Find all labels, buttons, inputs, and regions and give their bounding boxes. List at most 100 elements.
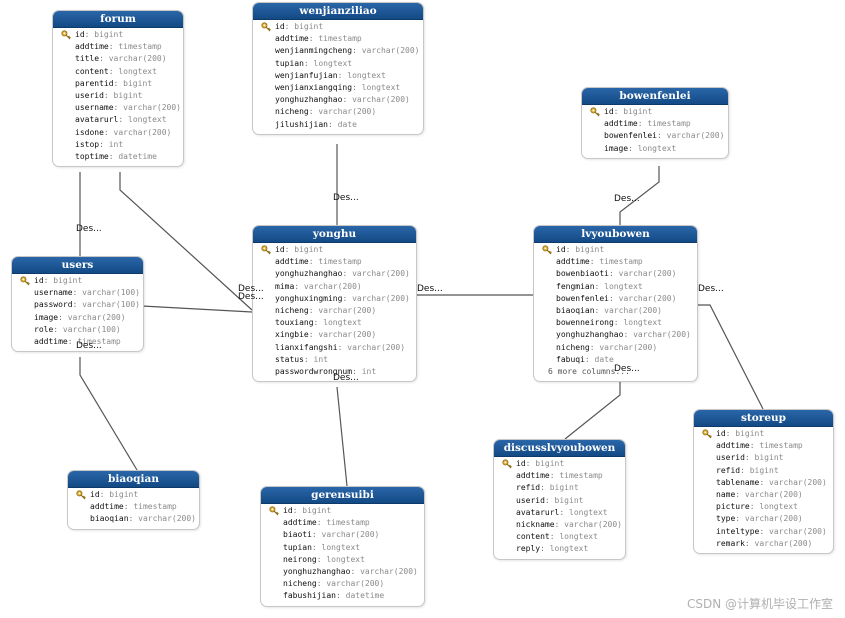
field-name: addtime	[716, 441, 750, 451]
field-separator: :	[342, 95, 353, 105]
field-type: varchar(200)	[318, 107, 377, 117]
field-separator: :	[350, 566, 361, 576]
field-type: longtext	[347, 70, 386, 80]
relationship-bowenfenlei-lvyoubowen[interactable]	[619, 166, 660, 225]
field-type: varchar(200)	[618, 269, 677, 279]
field-row: addtime: timestamp	[68, 501, 199, 513]
field-separator: :	[123, 502, 134, 512]
field-row: image: longtext	[582, 143, 728, 155]
field-row: yonghuzhanghao: varchar(200)	[253, 94, 423, 106]
field-type: varchar(200)	[360, 566, 418, 576]
field-name: isdone	[75, 127, 104, 137]
field-row: biaoqian: varchar(200)	[534, 305, 697, 317]
field-type: bigint	[575, 245, 605, 254]
more-columns-indicator[interactable]: 6 more columns...	[534, 366, 697, 378]
field-row: inteltype: varchar(200)	[694, 526, 833, 538]
field-row: userid: bigint	[494, 495, 625, 507]
relationship-lvyoubowen-discusslvyoubowen[interactable]	[564, 380, 621, 440]
field-row: username: varchar(200)	[53, 102, 183, 114]
field-separator: :	[725, 429, 736, 438]
field-name: type	[716, 514, 736, 524]
field-row: name: varchar(200)	[694, 489, 833, 501]
field-row: refid: bigint	[494, 482, 625, 494]
field-name: lianxifangshi	[275, 342, 338, 352]
field-separator: :	[303, 354, 314, 364]
field-name: wenjianmingcheng	[275, 46, 353, 56]
field-separator: :	[113, 103, 124, 113]
field-type: bigint	[123, 78, 153, 88]
relationship-users-biaoqian[interactable]	[79, 357, 138, 471]
field-type: longtext	[313, 58, 353, 68]
field-row: refid: bigint	[694, 465, 833, 477]
field-separator: :	[540, 544, 550, 554]
field-name: parentid	[75, 78, 114, 88]
relationship-label: Des...	[333, 373, 359, 383]
field-separator: :	[316, 579, 327, 589]
relationship-forum-yonghu[interactable]	[119, 172, 253, 311]
field-name: status	[275, 354, 304, 364]
field-type: varchar(200)	[744, 514, 803, 524]
field-separator: :	[337, 342, 348, 352]
entity-title: yonghu	[253, 226, 416, 243]
relationship-users-yonghu[interactable]	[141, 305, 253, 313]
field-row: id: bigint	[253, 21, 423, 33]
field-name: content	[75, 66, 109, 76]
field-separator: :	[128, 514, 139, 524]
field-type: varchar(200)	[666, 131, 725, 141]
field-separator: :	[589, 342, 600, 352]
field-type: longtext	[118, 66, 157, 76]
field-row: yonghuzhanghao: varchar(200)	[261, 566, 424, 578]
field-row: type: varchar(200)	[694, 513, 833, 525]
field-name: tablename	[716, 477, 760, 487]
field-separator: :	[303, 58, 314, 68]
field-type: int	[361, 366, 377, 376]
field-name: name	[716, 489, 736, 499]
field-type: varchar(200)	[599, 342, 658, 352]
field-name: id	[75, 30, 85, 39]
field-separator: :	[311, 530, 322, 540]
field-type: longtext	[759, 502, 798, 512]
field-name: touxiang	[275, 318, 314, 328]
relationship-lvyoubowen-storeup[interactable]	[696, 304, 764, 410]
field-row: userid: bigint	[53, 90, 183, 102]
field-separator: :	[594, 305, 605, 315]
field-row: tablename: varchar(200)	[694, 477, 833, 489]
field-name: addtime	[516, 471, 550, 481]
field-separator: :	[99, 490, 110, 499]
field-row: parentid: bigint	[53, 78, 183, 90]
field-type: varchar(200)	[67, 312, 126, 322]
field-name: title	[75, 54, 100, 64]
field-separator: :	[67, 336, 78, 346]
relationship-yonghu-gerensuibi[interactable]	[336, 386, 348, 487]
field-separator: :	[540, 483, 550, 493]
field-type: date	[337, 119, 357, 129]
field-separator: :	[623, 330, 634, 340]
field-separator: :	[656, 131, 667, 141]
field-name: nickname	[516, 519, 555, 529]
field-row: wenjianmingcheng: varchar(200)	[253, 45, 423, 57]
field-row: tupian: longtext	[253, 58, 423, 70]
entity-title: lvyoubowen	[534, 226, 697, 243]
field-separator: :	[342, 269, 353, 279]
relationship-label: Des...	[614, 194, 640, 204]
field-row: password: varchar(100)	[12, 299, 143, 311]
field-type: varchar(200)	[108, 54, 167, 64]
field-row: addtime: timestamp	[12, 336, 143, 348]
field-separator: :	[749, 441, 760, 451]
field-separator: :	[84, 30, 95, 39]
primary-key-icon	[20, 276, 30, 286]
field-type: varchar(200)	[123, 103, 181, 113]
field-name: mima	[275, 281, 295, 291]
field-row: nicheng: varchar(200)	[253, 305, 416, 317]
